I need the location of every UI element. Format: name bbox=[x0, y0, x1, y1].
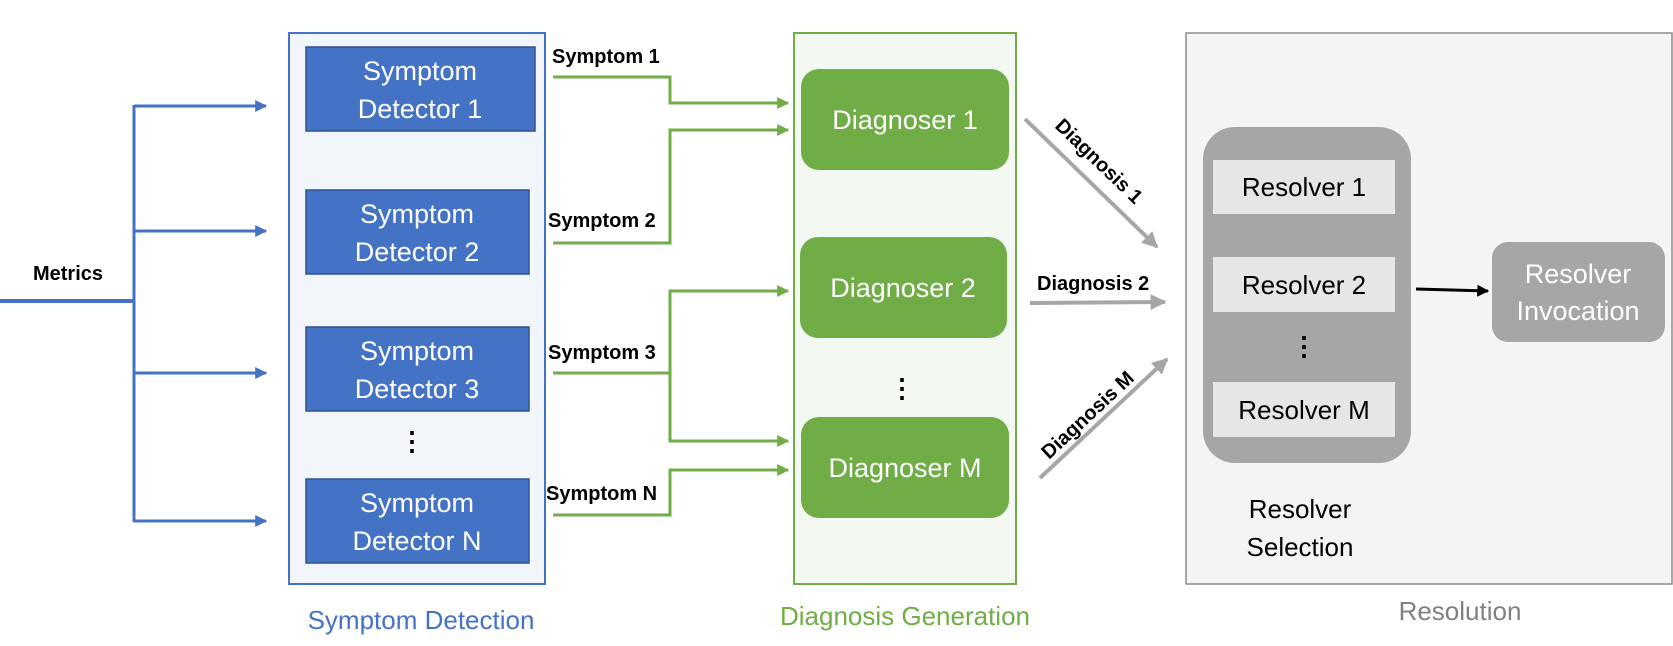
symptom-detector-n: Symptom Detector N bbox=[305, 478, 530, 564]
symptom-n-arrow bbox=[553, 464, 790, 517]
detector-n-line2: Detector N bbox=[352, 526, 481, 556]
symptom-detector-3: Symptom Detector 3 bbox=[305, 326, 530, 412]
symptom-edges: Symptom 1 Symptom 2 Symptom 3 Symptom N bbox=[546, 46, 790, 517]
detector-3-line1: Symptom bbox=[360, 336, 474, 366]
diagnoser-2: Diagnoser 2 bbox=[800, 237, 1007, 338]
diagnosis-1-arrow bbox=[1023, 117, 1159, 249]
resolver-selection: Resolver 1 Resolver 2 ⋮ Resolver M bbox=[1203, 127, 1411, 463]
detector-n-line1: Symptom bbox=[360, 488, 474, 518]
resolver-invocation-line2: Invocation bbox=[1516, 296, 1639, 326]
resolver-1: Resolver 1 bbox=[1213, 160, 1395, 214]
diagnoser-m: Diagnoser M bbox=[801, 417, 1009, 518]
symptom-1-label: Symptom 1 bbox=[552, 46, 660, 68]
resolver-invocation-line1: Resolver bbox=[1525, 259, 1632, 289]
diagnosis-m-arrow bbox=[1038, 357, 1169, 480]
symptom-2-arrow bbox=[553, 124, 790, 245]
diagnoser-m-label: Diagnoser M bbox=[828, 453, 981, 483]
detector-ellipsis: ⋮ bbox=[399, 426, 425, 456]
symptom-3-label: Symptom 3 bbox=[548, 342, 656, 364]
diagnosis-2-label: Diagnosis 2 bbox=[1037, 273, 1149, 295]
invocation-arrow bbox=[1415, 284, 1490, 297]
diagnoser-1-label: Diagnoser 1 bbox=[832, 105, 978, 135]
symptom-detection-title: Symptom Detection bbox=[308, 605, 535, 635]
symptom-3-arrow-up bbox=[668, 285, 790, 373]
detector-3-line2: Detector 3 bbox=[355, 374, 480, 404]
symptom-1-arrow bbox=[553, 75, 790, 109]
resolver-2: Resolver 2 bbox=[1213, 257, 1395, 312]
detector-2-line2: Detector 2 bbox=[355, 237, 480, 267]
diagnosis-2-arrow bbox=[1029, 294, 1167, 311]
metrics-input: Metrics bbox=[0, 100, 268, 527]
symptom-3-arrow-down bbox=[668, 373, 790, 447]
diagnoser-2-label: Diagnoser 2 bbox=[830, 273, 976, 303]
resolver-m-label: Resolver M bbox=[1238, 395, 1369, 425]
resolver-m: Resolver M bbox=[1213, 382, 1395, 437]
detector-1-line1: Symptom bbox=[363, 56, 477, 86]
diagnoser-ellipsis: ⋮ bbox=[889, 373, 915, 403]
diagnosis-generation-title: Diagnosis Generation bbox=[780, 601, 1030, 631]
diagnosis-1-label: Diagnosis 1 bbox=[1051, 115, 1147, 209]
metrics-label: Metrics bbox=[33, 263, 103, 285]
diagnoser-1: Diagnoser 1 bbox=[801, 69, 1009, 170]
symptom-detector-2: Symptom Detector 2 bbox=[305, 189, 530, 275]
symptom-n-label: Symptom N bbox=[546, 483, 657, 505]
diagnosis-m-label: Diagnosis M bbox=[1037, 367, 1138, 463]
resolver-1-label: Resolver 1 bbox=[1242, 172, 1366, 202]
resolver-invocation: Resolver Invocation bbox=[1492, 242, 1665, 342]
symptom-detection-panel: Symptom Detector 1 Symptom Detector 2 Sy… bbox=[288, 32, 546, 635]
symptom-2-label: Symptom 2 bbox=[548, 210, 656, 232]
resolver-selection-line1: Resolver bbox=[1249, 494, 1352, 524]
resolver-ellipsis: ⋮ bbox=[1291, 331, 1317, 361]
diagnosis-edges: Diagnosis 1 Diagnosis 2 Diagnosis M bbox=[1023, 115, 1169, 480]
diagnosis-generation-panel: Diagnoser 1 Diagnoser 2 ⋮ Diagnoser M Di… bbox=[780, 32, 1030, 631]
detector-2-line1: Symptom bbox=[360, 199, 474, 229]
resolver-2-label: Resolver 2 bbox=[1242, 270, 1366, 300]
resolver-selection-line2: Selection bbox=[1247, 532, 1354, 562]
resolution-title: Resolution bbox=[1399, 596, 1522, 626]
detector-1-line2: Detector 1 bbox=[358, 94, 483, 124]
symptom-detector-1: Symptom Detector 1 bbox=[305, 46, 536, 132]
resolution-panel: Resolver 1 Resolver 2 ⋮ Resolver M Resol… bbox=[1185, 32, 1673, 626]
